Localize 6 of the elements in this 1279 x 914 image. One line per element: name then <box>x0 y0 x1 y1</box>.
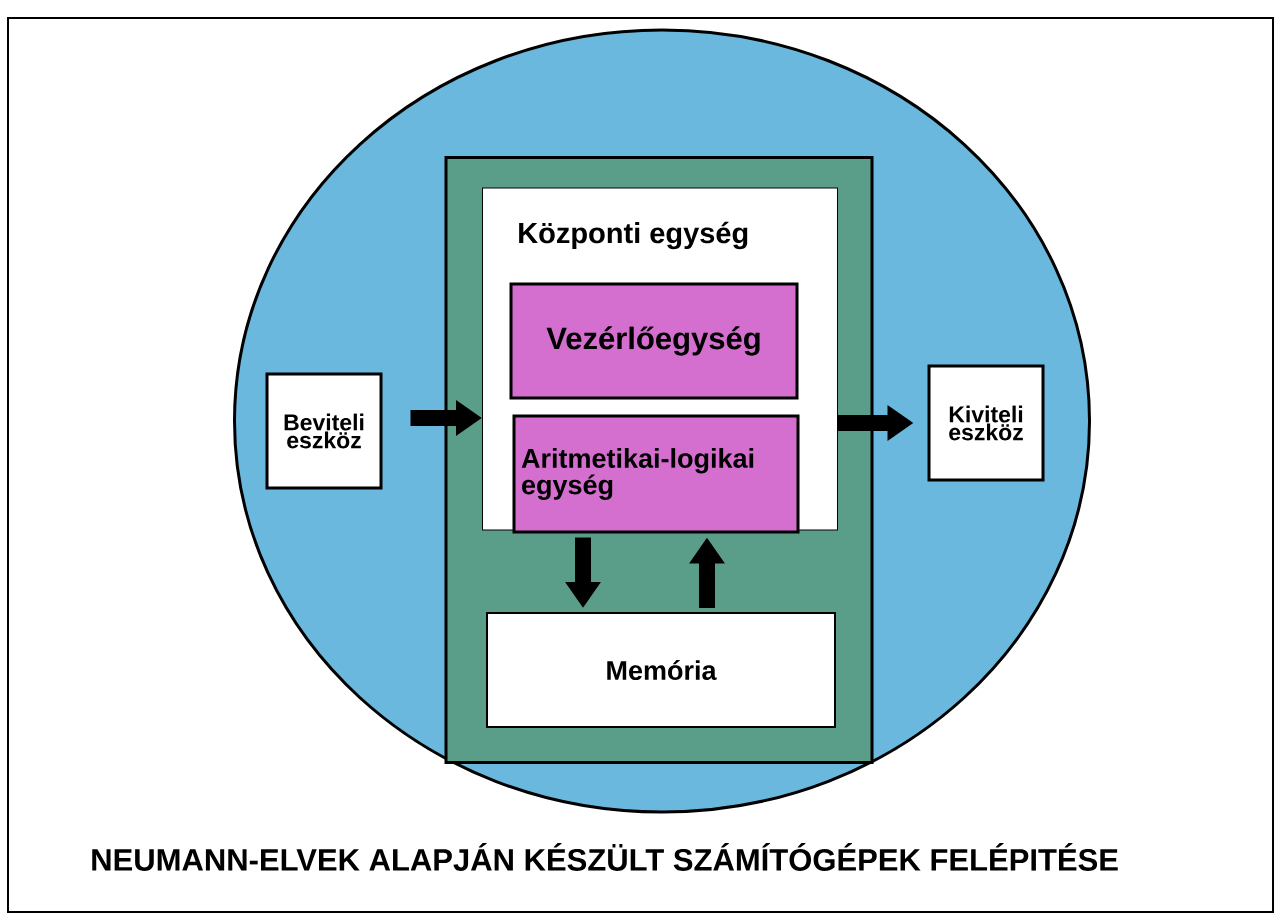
process-box: Aritmetikai-logikai egység <box>512 414 800 534</box>
process-box: Memória <box>486 612 836 728</box>
process-box: Beviteli eszköz <box>265 372 383 490</box>
process-box: Kiviteli eszköz <box>927 364 1045 482</box>
process-box: Vezérlőegység <box>509 282 799 400</box>
caption: NEUMANN-ELVEK ALAPJÁN KÉSZÜLT SZÁMÍTÓGÉPEK FELÉPITÉSE <box>92 843 1118 871</box>
